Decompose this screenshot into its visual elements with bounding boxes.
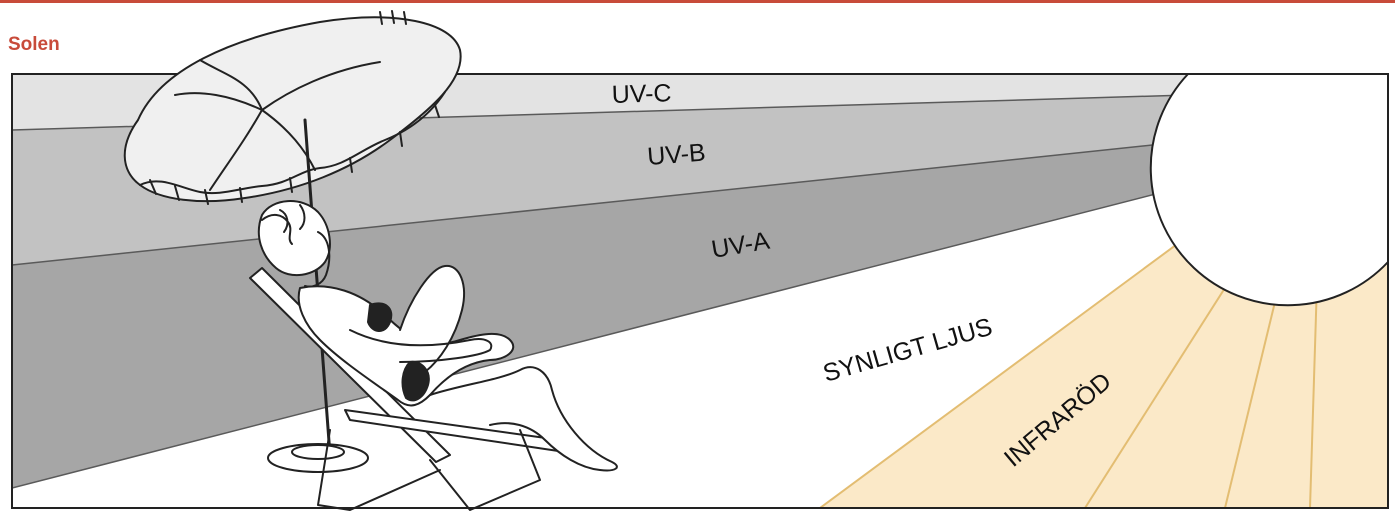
uv-c-label: UV-C <box>611 79 672 109</box>
uv-a-band <box>12 140 1210 488</box>
sunbather-in-deckchair-icon <box>249 200 618 511</box>
uv-b-label: UV-B <box>646 138 706 170</box>
top-rule <box>0 0 1395 3</box>
beach-umbrella-icon <box>123 10 462 473</box>
diagram-frame <box>11 73 1389 509</box>
visible-light-band <box>12 180 1230 508</box>
page-title: Solen <box>8 34 60 55</box>
sun-icon <box>1149 73 1389 307</box>
